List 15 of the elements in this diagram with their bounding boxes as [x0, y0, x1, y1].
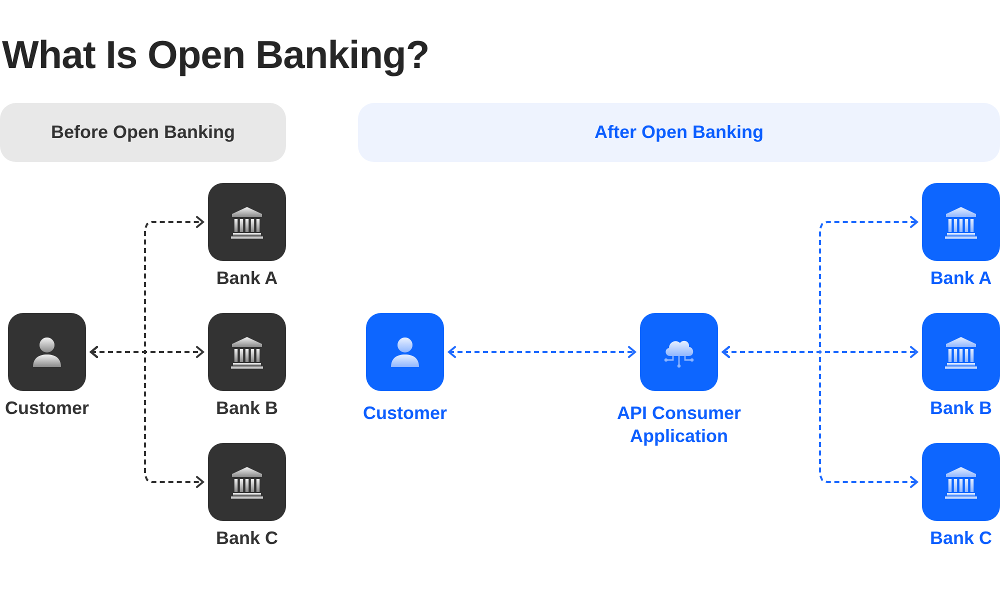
section-banner: After Open Banking [358, 103, 1000, 162]
node-label: Bank C [214, 527, 279, 550]
node-label: Bank B [928, 397, 993, 420]
node-label: Bank B [214, 397, 279, 420]
dashed-arrow [448, 346, 636, 358]
node-label: API Consumer Application [616, 402, 742, 448]
node-label: Bank A [929, 267, 993, 290]
dashed-arrow [90, 346, 204, 488]
dashed-arrow [722, 346, 918, 488]
section-banner: Before Open Banking [0, 103, 286, 162]
node-label: Customer [362, 402, 448, 425]
title: What Is Open Banking? [2, 34, 430, 78]
node-label: Bank A [215, 267, 279, 290]
node-label: Customer [4, 397, 90, 420]
node-label: Bank C [928, 527, 993, 550]
